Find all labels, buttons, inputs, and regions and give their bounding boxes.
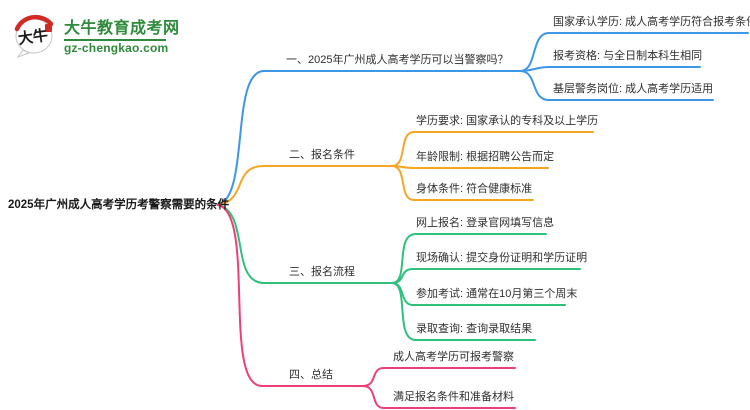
branch-3-child-1-connector	[391, 233, 547, 284]
branch-3-connector	[217, 204, 393, 284]
branch-4-child-2[interactable]: 满足报名条件和准备材料	[393, 391, 514, 403]
branch-3-child-1[interactable]: 网上报名: 登录官网填写信息	[416, 217, 555, 229]
branch-1-label[interactable]: 一、2025年广州成人高考学历可以当警察吗？	[286, 54, 509, 66]
branch-3-label[interactable]: 三、报名流程	[289, 266, 355, 278]
red-arc	[14, 14, 54, 32]
branch-1-child-1-connector	[519, 32, 749, 72]
branch-4-child-1-connector	[362, 367, 516, 387]
root-node[interactable]: 2025年广州成人高考学历考警察需要的条件	[8, 199, 230, 211]
branch-1-child-2[interactable]: 报考资格: 与全日制本科生相同	[553, 50, 703, 62]
logo-divider	[64, 39, 166, 41]
red-seal	[45, 24, 52, 32]
branch-2-child-2-connector	[391, 165, 549, 169]
branch-2-child-1-connector	[391, 131, 594, 167]
branch-2-child-3-connector	[391, 165, 534, 201]
branch-1-connector	[217, 70, 521, 206]
branch-2-child-3[interactable]: 身体条件: 符合健康标准	[416, 183, 533, 195]
branch-1-child-3[interactable]: 基层警务岗位: 成人高考学历适用	[553, 83, 714, 95]
logo-icon-text: 大牛	[17, 26, 49, 48]
branch-1-child-2-connector	[519, 66, 701, 72]
branch-4-child-1[interactable]: 成人高考学历可报考警察	[393, 351, 514, 363]
site-url: gz-chengkao.com	[64, 41, 169, 55]
branch-3-child-3[interactable]: 参加考试: 通常在10月第三个周末	[416, 288, 578, 300]
bubble-tail	[16, 49, 31, 59]
branch-4-label[interactable]: 四、总结	[289, 369, 333, 381]
branch-2-connector	[217, 165, 393, 206]
daniu-bubble-icon: 大牛	[14, 14, 54, 59]
branch-1-child-3-connector	[519, 70, 714, 101]
branch-4-connector	[217, 204, 364, 387]
branch-2-child-1[interactable]: 学历要求: 国家承认的专科及以上学历	[416, 115, 599, 127]
site-logo[interactable]: 大牛 大牛教育成考网 gz-chengkao.com	[12, 11, 180, 59]
branch-3-child-4[interactable]: 录取查询: 查询录取结果	[416, 323, 533, 335]
branch-3-child-2-connector	[391, 268, 581, 284]
branch-3-child-2[interactable]: 现场确认: 提交身份证明和学历证明	[416, 252, 588, 264]
branch-2-label[interactable]: 二、报名条件	[289, 149, 355, 161]
branch-3-child-4-connector	[391, 282, 536, 341]
branch-2-child-2[interactable]: 年龄限制: 根据招聘公告而定	[416, 151, 555, 163]
branch-1-child-1[interactable]: 国家承认学历: 成人高考学历符合报考条件	[553, 16, 750, 28]
site-name: 大牛教育成考网	[64, 20, 180, 37]
branch-4-child-2-connector	[362, 385, 516, 409]
